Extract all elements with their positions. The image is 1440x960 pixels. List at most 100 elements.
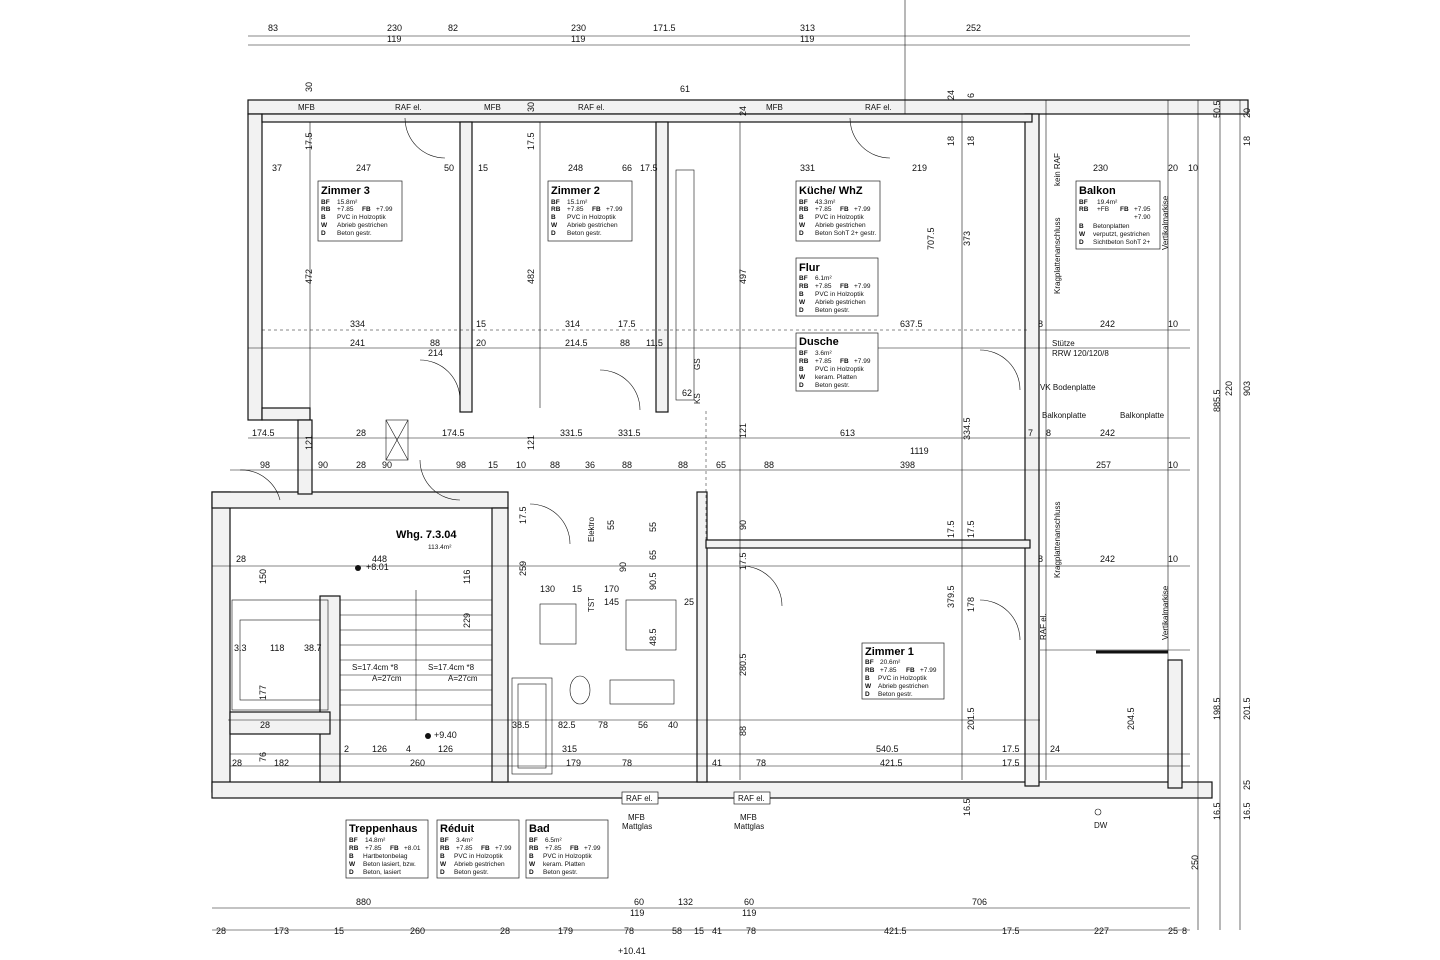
level-lower: +9.40 <box>434 730 457 740</box>
svg-text:D: D <box>551 230 556 237</box>
apartment-label: Whg. 7.3.04 113.4m² <box>396 529 457 551</box>
svg-text:+7.85: +7.85 <box>815 206 832 213</box>
svg-text:keram. Platten: keram. Platten <box>815 374 857 381</box>
svg-text:8: 8 <box>1038 319 1043 329</box>
level-bottom: +10.41 <box>618 946 646 956</box>
svg-text:28: 28 <box>260 720 270 730</box>
svg-text:121: 121 <box>304 435 314 450</box>
svg-text:880: 880 <box>356 897 371 907</box>
svg-text:66: 66 <box>622 163 632 173</box>
svg-text:PVC in Holzoptik: PVC in Holzoptik <box>337 214 387 221</box>
raf-label-1: RAF el. <box>395 103 422 112</box>
svg-text:15: 15 <box>334 926 344 936</box>
svg-text:D: D <box>321 230 326 237</box>
svg-text:FB: FB <box>840 358 849 365</box>
svg-text:15.1m²: 15.1m² <box>567 199 588 206</box>
svg-text:Betonplatten: Betonplatten <box>1093 223 1130 230</box>
svg-text:W: W <box>349 861 356 868</box>
svg-text:Beton gestr.: Beton gestr. <box>543 869 578 876</box>
svg-text:334.5: 334.5 <box>962 417 972 440</box>
svg-text:A=27cm: A=27cm <box>448 674 478 683</box>
svg-text:RB: RB <box>865 667 875 674</box>
svg-text:Beton gestr.: Beton gestr. <box>454 869 489 876</box>
svg-text:24: 24 <box>738 106 748 116</box>
svg-text:421.5: 421.5 <box>880 758 903 768</box>
svg-text:BF: BF <box>551 199 560 206</box>
svg-text:379.5: 379.5 <box>946 585 956 608</box>
svg-text:Beton SohT 2+ gestr.: Beton SohT 2+ gestr. <box>815 230 876 237</box>
svg-text:+7.99: +7.99 <box>854 358 871 365</box>
svg-text:885.5: 885.5 <box>1212 389 1222 412</box>
svg-text:331: 331 <box>800 163 815 173</box>
svg-text:6.1m²: 6.1m² <box>815 275 832 282</box>
svg-text:88: 88 <box>764 460 774 470</box>
svg-text:Abrieb gestrichen: Abrieb gestrichen <box>815 299 866 306</box>
svg-text:17.5: 17.5 <box>526 132 536 150</box>
svg-text:24: 24 <box>1050 744 1060 754</box>
svg-text:10: 10 <box>1168 319 1178 329</box>
svg-text:Flur: Flur <box>799 262 820 274</box>
mfb-label-1: MFB <box>298 103 315 112</box>
svg-text:78: 78 <box>746 926 756 936</box>
svg-text:BF: BF <box>799 350 808 357</box>
svg-text:PVC in Holzoptik: PVC in Holzoptik <box>878 675 928 682</box>
svg-text:+7.99: +7.99 <box>495 845 512 852</box>
svg-text:PVC in Holzoptik: PVC in Holzoptik <box>454 853 504 860</box>
svg-text:W: W <box>799 299 806 306</box>
svg-text:55: 55 <box>606 520 616 530</box>
svg-text:B: B <box>799 366 804 373</box>
level-marker-icon <box>355 565 361 571</box>
svg-text:PVC in Holzoptik: PVC in Holzoptik <box>815 214 865 221</box>
svg-text:15: 15 <box>694 926 704 936</box>
svg-text:BF: BF <box>799 275 808 282</box>
svg-text:FB: FB <box>362 206 371 213</box>
svg-text:+7.85: +7.85 <box>365 845 382 852</box>
svg-text:613: 613 <box>840 428 855 438</box>
svg-text:903: 903 <box>1242 381 1252 396</box>
svg-text:126: 126 <box>372 744 387 754</box>
svg-text:331.5: 331.5 <box>618 428 641 438</box>
svg-text:1119: 1119 <box>910 446 929 456</box>
svg-text:B: B <box>551 214 556 221</box>
svg-text:+7.99: +7.99 <box>376 206 393 213</box>
svg-text:88: 88 <box>678 460 688 470</box>
svg-text:kein RAF: kein RAF <box>1053 153 1062 186</box>
top-window-labels: MFB RAF el. MFB RAF el. MFB RAF el. <box>298 103 892 112</box>
svg-text:173: 173 <box>274 926 289 936</box>
svg-text:Abrieb gestrichen: Abrieb gestrichen <box>337 222 388 229</box>
svg-text:58: 58 <box>672 926 682 936</box>
svg-text:28: 28 <box>356 428 366 438</box>
svg-text:Abrieb gestrichen: Abrieb gestrichen <box>567 222 618 229</box>
svg-text:259: 259 <box>518 561 528 576</box>
svg-text:50: 50 <box>444 163 454 173</box>
svg-text:121: 121 <box>526 435 536 450</box>
svg-text:90: 90 <box>618 562 628 572</box>
svg-text:24: 24 <box>946 90 956 100</box>
svg-text:15.8m²: 15.8m² <box>337 199 358 206</box>
svg-text:65: 65 <box>716 460 726 470</box>
svg-text:Abrieb gestrichen: Abrieb gestrichen <box>815 222 866 229</box>
svg-text:Mattglas: Mattglas <box>622 822 652 831</box>
svg-text:55: 55 <box>648 522 658 532</box>
svg-text:B: B <box>349 853 354 860</box>
svg-text:BF: BF <box>349 837 358 844</box>
svg-text:90: 90 <box>738 520 748 530</box>
svg-text:verputzt, gestrichen: verputzt, gestrichen <box>1093 231 1150 238</box>
svg-text:BF: BF <box>865 659 874 666</box>
svg-text:18: 18 <box>966 136 976 146</box>
svg-text:174.5: 174.5 <box>442 428 465 438</box>
svg-text:RB: RB <box>799 283 809 290</box>
dim-top-82: 82 <box>448 23 458 33</box>
svg-text:B: B <box>799 214 804 221</box>
svg-text:257: 257 <box>1096 460 1111 470</box>
svg-text:17.5: 17.5 <box>1002 744 1020 754</box>
dim-top-119a: 119 <box>387 34 401 44</box>
dim-top-313: 313 <box>800 23 815 33</box>
svg-text:98: 98 <box>260 460 270 470</box>
svg-text:16.5: 16.5 <box>1242 802 1252 820</box>
svg-text:260: 260 <box>410 758 425 768</box>
svg-text:119: 119 <box>742 908 756 918</box>
